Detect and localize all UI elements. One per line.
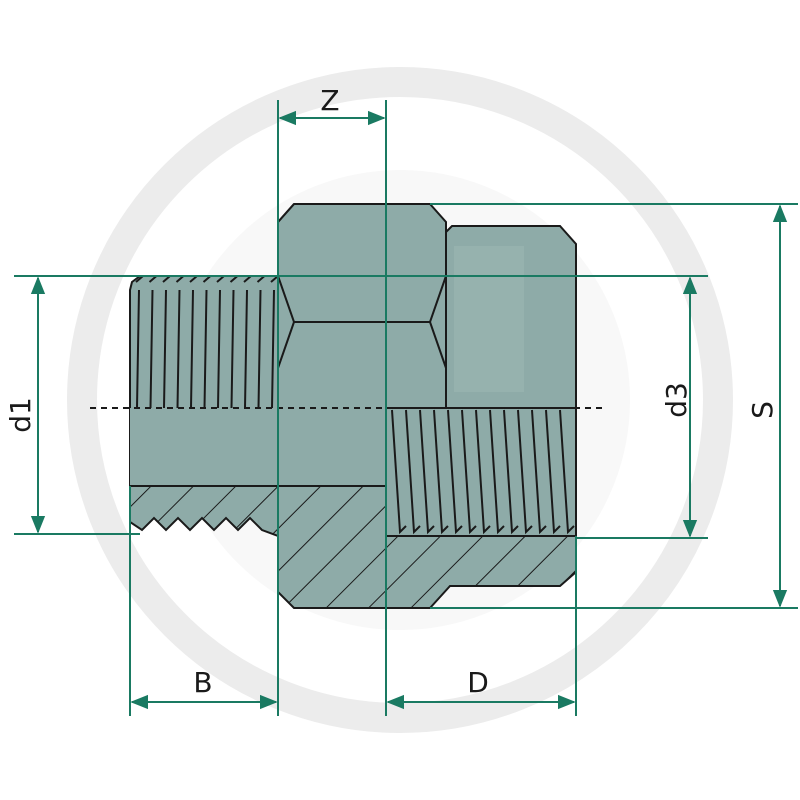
female-thread-line xyxy=(503,409,519,535)
dim-d1-label: d1 xyxy=(4,397,37,433)
female-thread-line xyxy=(419,409,435,535)
socket-shade xyxy=(454,246,524,392)
male-lower-band xyxy=(130,408,386,486)
dim-z-label: Z xyxy=(320,84,339,117)
female-thread-line xyxy=(447,409,463,535)
extension-lines xyxy=(14,100,798,716)
female-thread-line xyxy=(545,409,561,535)
female-thread-line xyxy=(475,409,491,535)
hex-top-edge xyxy=(277,203,295,223)
female-thread-line xyxy=(405,409,421,535)
dim-d3-label: d3 xyxy=(660,382,693,418)
dimension-arrows xyxy=(30,110,788,710)
dim-b-label: B xyxy=(193,666,212,699)
female-thread-line xyxy=(559,409,575,535)
female-thread-line xyxy=(531,409,547,535)
female-thread-line xyxy=(489,409,505,535)
hex-facet-line xyxy=(277,275,447,369)
female-thread-lines xyxy=(391,409,575,535)
dim-s-label: S xyxy=(746,401,779,419)
female-thread-line xyxy=(391,409,407,535)
female-thread-line xyxy=(517,409,533,535)
dim-d-label: D xyxy=(467,666,489,699)
female-thread-line xyxy=(461,409,477,535)
female-thread-line xyxy=(433,409,449,535)
